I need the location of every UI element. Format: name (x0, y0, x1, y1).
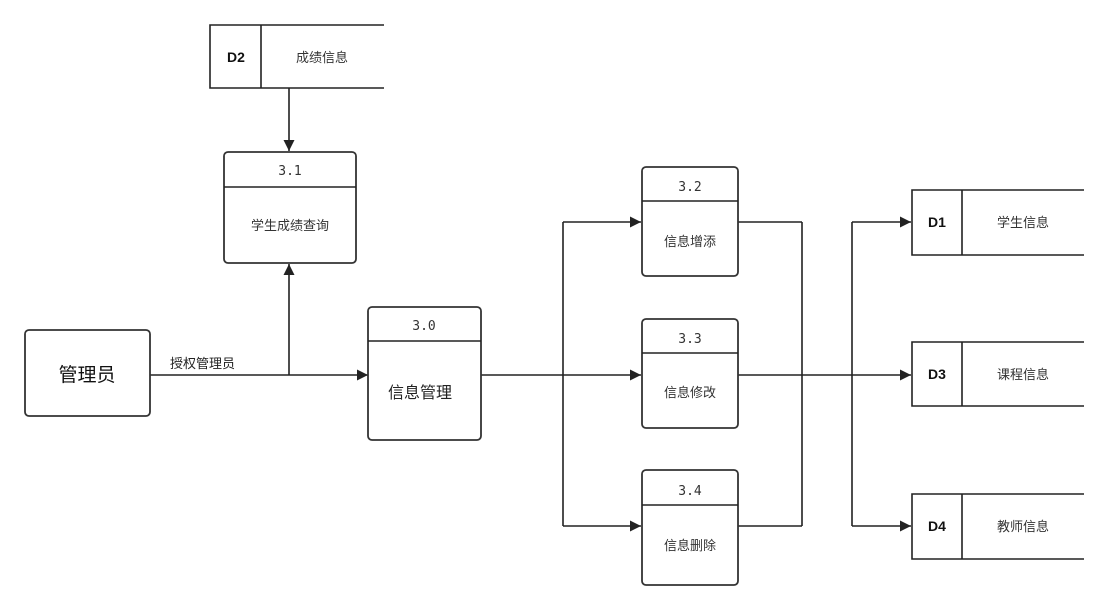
data-store-label: 学生信息 (997, 215, 1049, 231)
data-store-label: 成绩信息 (296, 50, 348, 66)
external-entity-admin: 管理员 (24, 329, 151, 417)
process-label: 学生成绩查询 (251, 218, 329, 234)
data-store-label: 课程信息 (997, 367, 1049, 383)
process-label: 信息增添 (664, 234, 716, 250)
data-store-d4: D4 教师信息 (911, 493, 1084, 560)
process-label: 信息删除 (664, 538, 716, 554)
data-store-id: D3 (928, 366, 946, 382)
process-3-1: 3.1 学生成绩查询 (223, 151, 357, 264)
external-entity-label: 管理员 (58, 364, 115, 386)
data-store-id: D1 (928, 214, 946, 230)
data-store-label: 教师信息 (997, 519, 1049, 535)
process-number: 3.1 (278, 164, 301, 179)
process-number: 3.3 (678, 332, 701, 347)
process-number: 3.2 (678, 180, 701, 195)
process-3-2: 3.2 信息增添 (641, 166, 739, 277)
data-store-d2: D2 成绩信息 (209, 24, 384, 89)
data-store-d3: D3 课程信息 (911, 341, 1084, 407)
data-store-d1: D1 学生信息 (911, 189, 1084, 256)
process-3-0: 3.0 信息管理 (367, 306, 482, 441)
process-3-4: 3.4 信息删除 (641, 469, 739, 586)
data-store-id: D4 (928, 518, 946, 534)
data-store-id: D2 (227, 49, 245, 65)
process-label: 信息修改 (664, 385, 716, 401)
process-number: 3.4 (678, 484, 702, 499)
process-label: 信息管理 (388, 383, 452, 402)
process-number: 3.0 (412, 319, 435, 334)
flow-label-authorize: 授权管理员 (170, 356, 235, 372)
process-3-3: 3.3 信息修改 (641, 318, 739, 429)
